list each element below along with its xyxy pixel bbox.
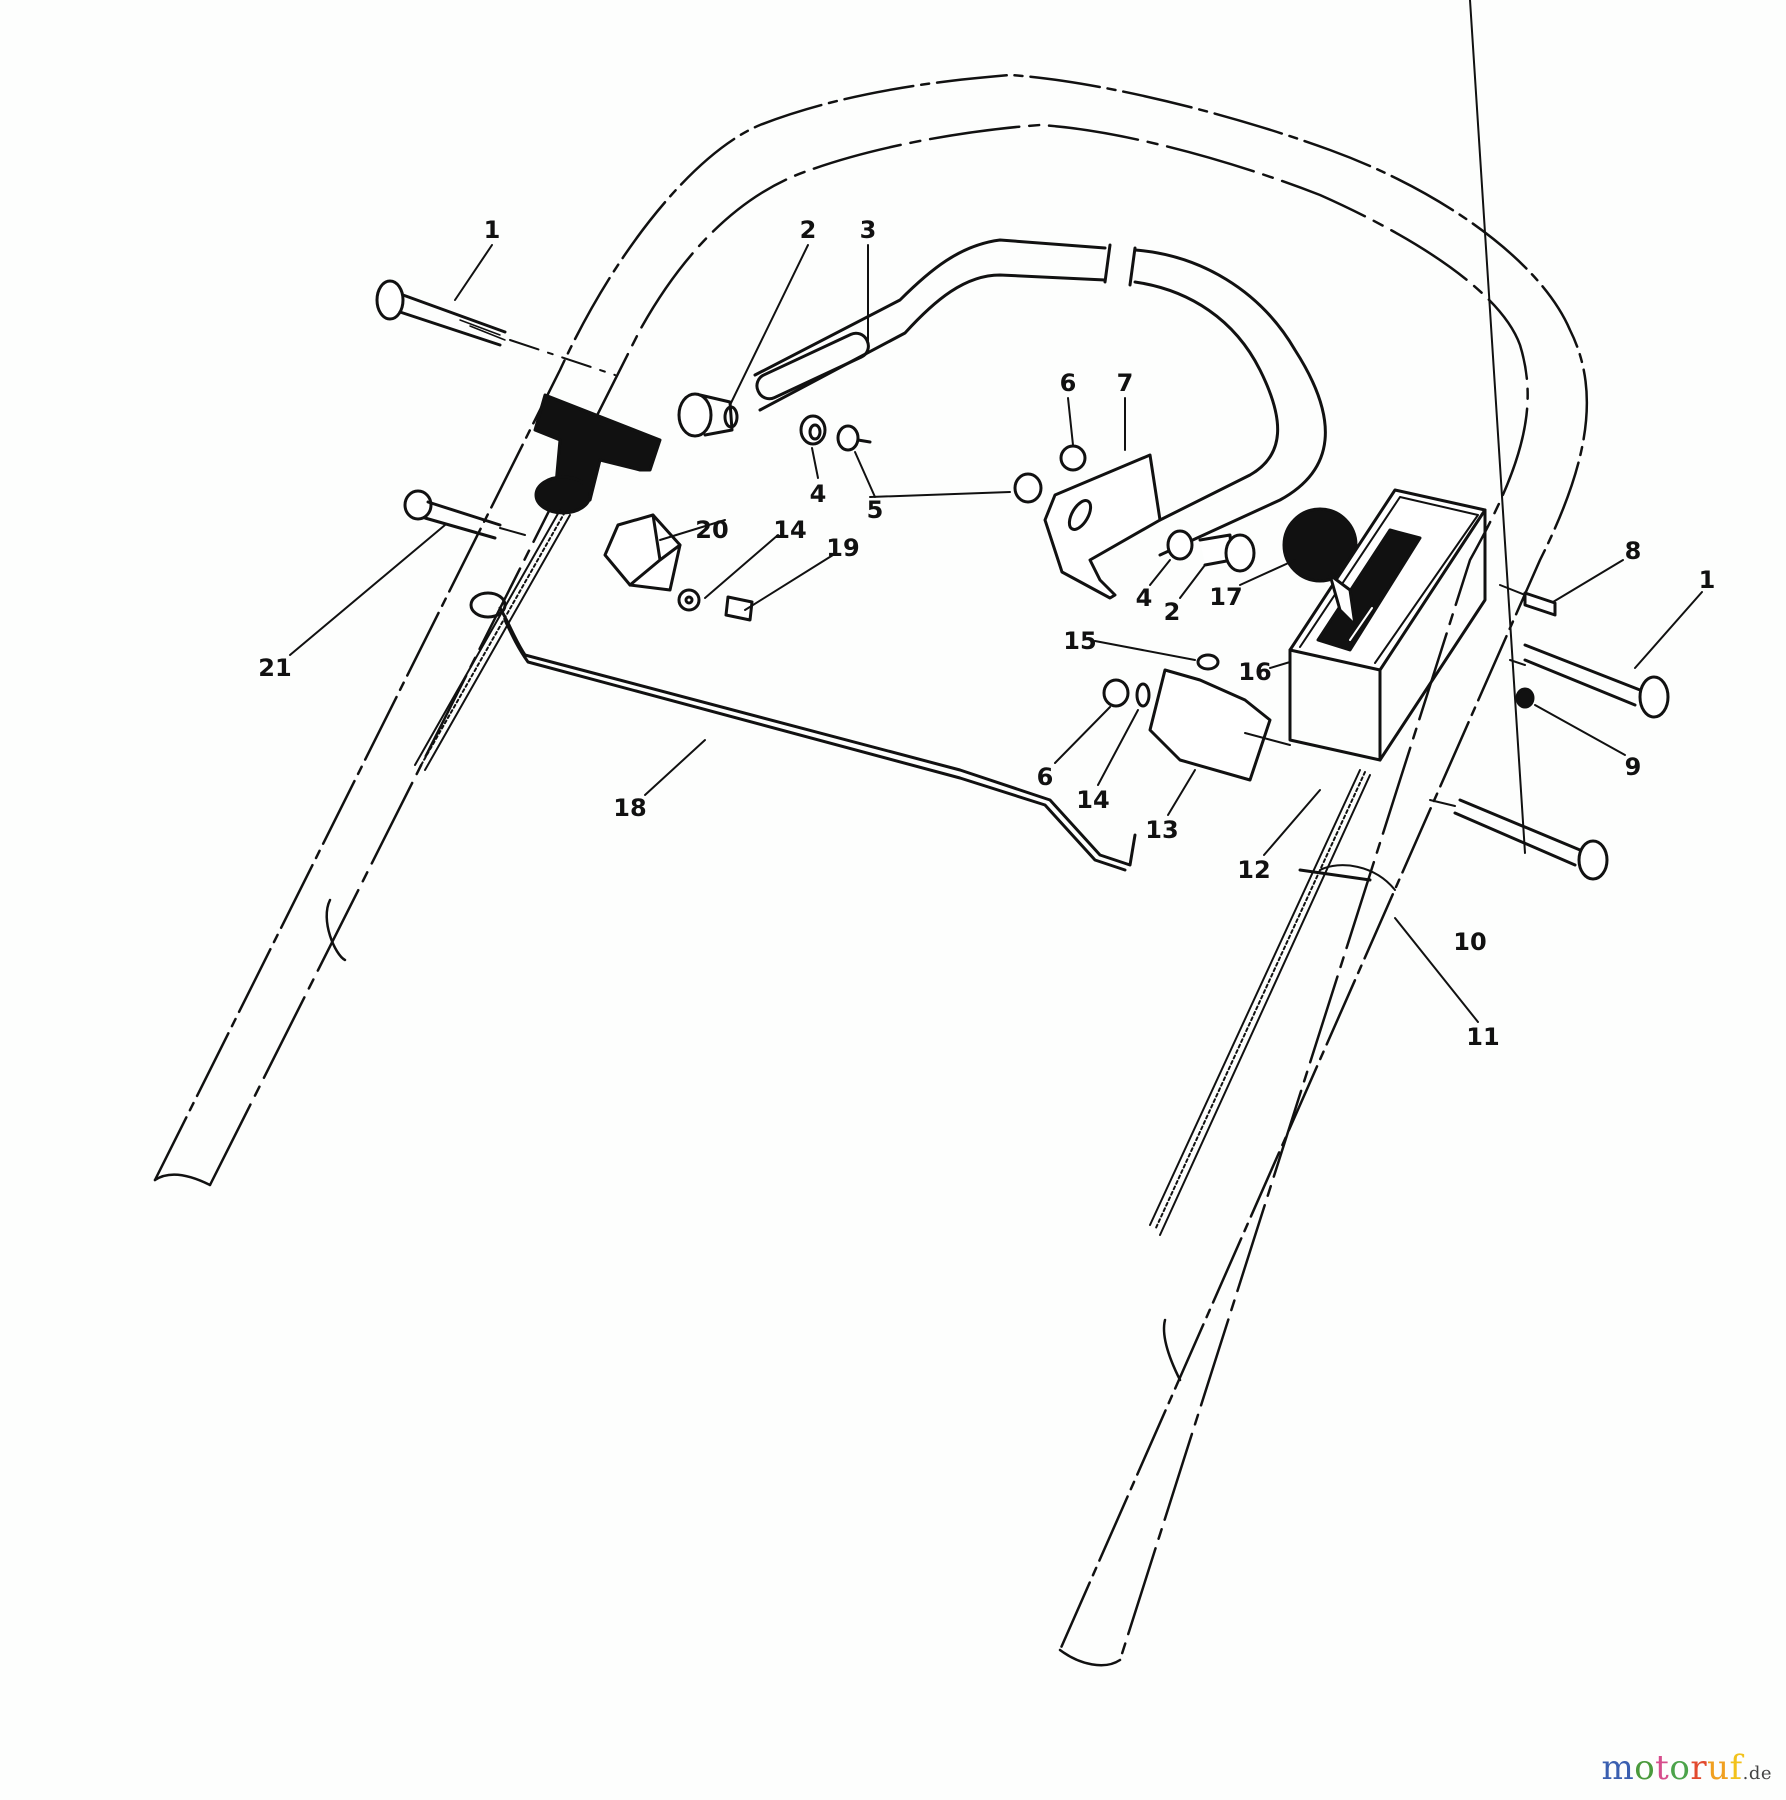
control-box xyxy=(1288,488,1487,762)
part-callout-12: 12 xyxy=(1237,856,1271,884)
part-callout-3: 3 xyxy=(859,216,877,244)
bracket-7 xyxy=(869,444,1162,600)
part-callout-11: 11 xyxy=(1466,1023,1500,1051)
right-fasteners xyxy=(1429,584,1670,881)
handle-frame xyxy=(153,73,1589,1667)
cable-right xyxy=(1149,769,1396,1236)
watermark-letter: f xyxy=(1729,1748,1743,1788)
bushing-right xyxy=(1166,529,1256,573)
part-callout-16: 16 xyxy=(1238,658,1272,686)
part-callout-20: 20 xyxy=(695,516,729,544)
part-callout-7: 7 xyxy=(1116,369,1134,397)
part-callout-1: 1 xyxy=(1698,566,1716,594)
part-callout-17: 17 xyxy=(1209,583,1243,611)
part-callout-14: 14 xyxy=(1076,786,1110,814)
cable-left xyxy=(414,509,571,771)
watermark-letter: t xyxy=(1655,1748,1670,1788)
watermark-logo: motoruf.de xyxy=(1601,1748,1772,1788)
cable-clamp-block xyxy=(603,513,754,622)
part-callout-19: 19 xyxy=(826,534,860,562)
leader-lines xyxy=(289,0,1703,1023)
part-callout-10: 10 xyxy=(1453,928,1487,956)
part-callout-6: 6 xyxy=(1036,763,1054,791)
watermark-suffix: .de xyxy=(1742,1763,1772,1784)
part-callout-2: 2 xyxy=(799,216,817,244)
part-callout-8: 8 xyxy=(1624,537,1642,565)
part-callout-4: 4 xyxy=(809,480,827,508)
part-callout-4: 4 xyxy=(1135,584,1153,612)
part-callout-21: 21 xyxy=(258,654,292,682)
part-callout-1: 1 xyxy=(483,216,501,244)
part-callout-15: 15 xyxy=(1063,627,1097,655)
part-callout-14: 14 xyxy=(773,516,807,544)
bushing-left xyxy=(677,392,872,452)
part-callout-5: 5 xyxy=(866,496,884,524)
watermark-letter: m xyxy=(1601,1748,1635,1788)
screw-21 xyxy=(403,489,526,540)
part-callout-13: 13 xyxy=(1145,816,1179,844)
watermark-letter: r xyxy=(1690,1748,1708,1788)
watermark-letter: u xyxy=(1707,1748,1730,1788)
part-callout-9: 9 xyxy=(1624,753,1642,781)
part-callout-6: 6 xyxy=(1059,369,1077,397)
watermark-letter: o xyxy=(1634,1748,1656,1788)
part-callout-2: 2 xyxy=(1163,598,1181,626)
t-handle-knob xyxy=(533,393,662,515)
pivot-bracket xyxy=(1102,653,1291,782)
control-rod xyxy=(469,591,1137,872)
part-callout-18: 18 xyxy=(613,794,647,822)
carriage-bolt-left xyxy=(375,279,616,376)
watermark-letter: o xyxy=(1669,1748,1691,1788)
control-bail xyxy=(753,238,1327,557)
shift-knob xyxy=(1282,507,1358,583)
